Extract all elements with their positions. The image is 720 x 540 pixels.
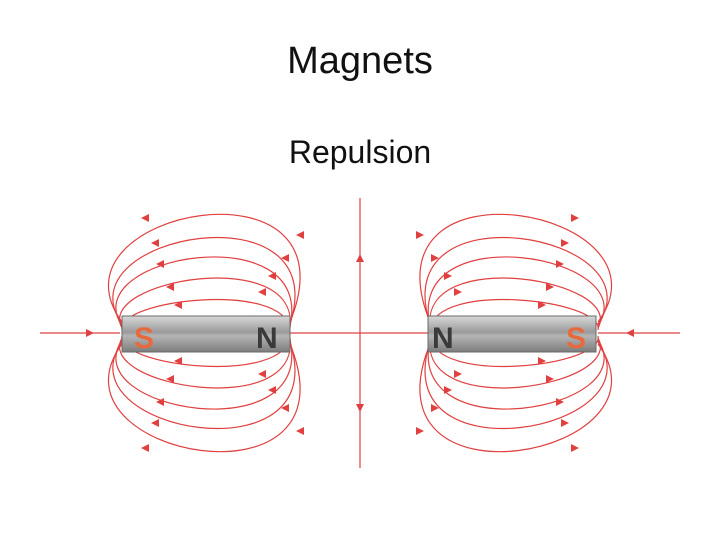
field-lines-right [419,213,613,453]
magnet-left-south-pole: S [134,322,154,355]
field-arrow [431,254,439,262]
field-arrow [538,357,546,365]
field-arrow [258,370,266,378]
field-line-right-top [429,277,601,329]
field-arrow [258,288,266,296]
field-arrow [151,239,159,247]
field-arrow [556,398,564,406]
field-line-left-bottom [107,343,301,453]
field-arrow [444,386,452,394]
field-line-right-top [419,213,613,323]
field-arrow [268,386,276,394]
field-arrow [156,260,164,268]
field-arrow [268,272,276,280]
field-arrow [571,214,579,222]
field-arrow [444,272,452,280]
field-arrow [296,231,304,239]
field-arrow [141,444,149,452]
field-arrow [431,404,439,412]
field-line-left-top [115,256,293,327]
field-arrow [356,404,364,412]
slide-subtitle: Repulsion [288,134,432,170]
magnet-right-body [427,315,597,353]
field-line-right-bottom [419,343,613,453]
field-arrows [86,214,634,452]
magnet-right-south-pole: S [566,322,586,355]
field-arrow [416,427,424,435]
field-arrow [156,398,164,406]
magnet-right: N S [427,315,597,355]
field-arrow [174,357,182,365]
slide-title: Magnets [287,40,433,82]
field-arrow [151,419,159,427]
field-arrow [166,283,174,291]
field-arrow [356,254,364,262]
field-line-right-bottom [429,337,601,389]
field-line-left-bottom [115,339,293,410]
field-arrow [454,288,462,296]
field-line-right-top [427,256,605,327]
field-arrow [174,301,182,309]
magnet-left-north-pole: N [256,322,278,355]
field-arrow [86,329,94,337]
field-line-left-top [112,236,296,325]
field-arrow [416,231,424,239]
field-line-left-bottom [119,337,291,389]
magnet-left: S N [121,315,291,355]
field-arrow [626,329,634,337]
field-line-right-top [424,236,608,325]
field-arrow [281,404,289,412]
field-line-left-bottom [112,341,296,430]
field-arrow [561,239,569,247]
field-arrow [571,444,579,452]
field-line-right-bottom [424,341,608,430]
field-arrow [296,427,304,435]
field-arrow [454,370,462,378]
field-line-left-top [119,277,291,329]
field-line-right-bottom [427,339,605,410]
field-arrow [561,419,569,427]
field-arrow [166,375,174,383]
field-arrow [538,301,546,309]
field-arrow [141,214,149,222]
magnet-right-north-pole: N [432,322,454,355]
field-arrow [546,375,554,383]
field-arrow [281,254,289,262]
magnet-left-body [121,315,291,353]
field-arrow [546,283,554,291]
field-line-left-top [107,213,301,323]
field-arrow [556,260,564,268]
